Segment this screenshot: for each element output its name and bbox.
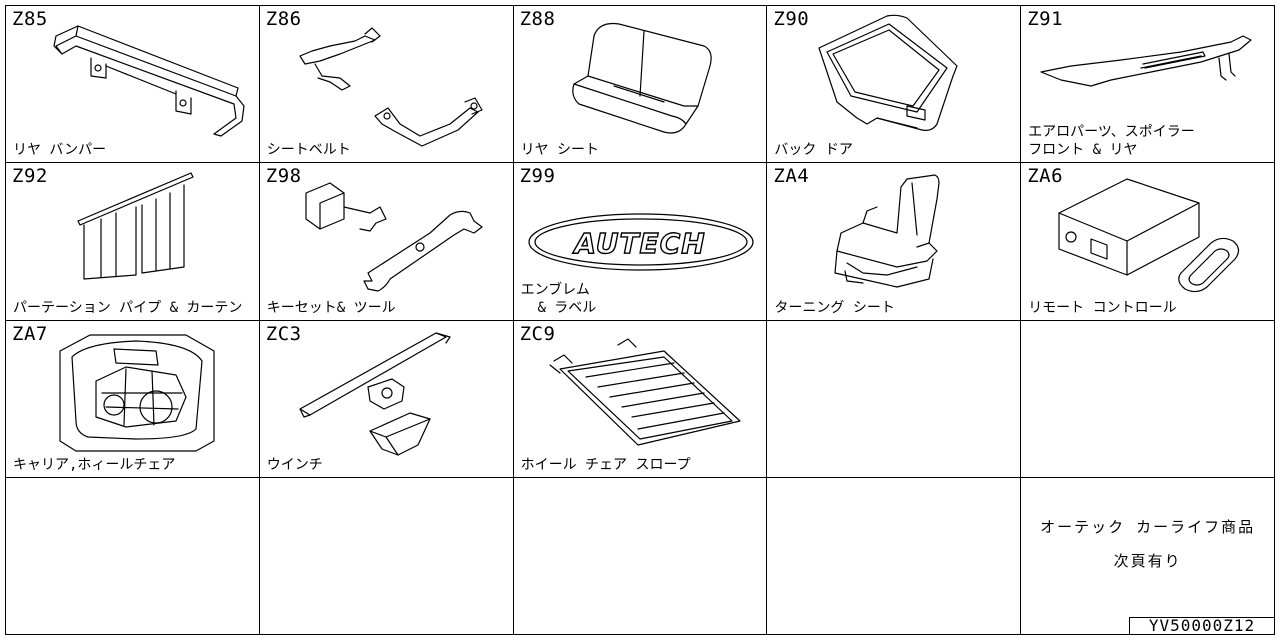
part-cell-z86[interactable]: Z86 シートベルト: [259, 6, 514, 164]
part-code: Z91: [1027, 8, 1064, 30]
aero-spoiler-illustration: [1040, 35, 1252, 87]
catalog-title-note: オーテック カーライフ商品: [1040, 517, 1256, 536]
back-door-illustration: [818, 14, 958, 131]
part-cell-zc9[interactable]: ZC9 ホイール チェア スロープ: [513, 320, 768, 478]
emblem-text: AUTECH: [574, 227, 706, 261]
part-cell-za6[interactable]: ZA6 リモート コントロール: [1021, 163, 1275, 321]
part-code: ZA7: [12, 322, 48, 345]
part-code: Z92: [12, 165, 48, 188]
empty-cell: [513, 477, 768, 635]
part-cell-zc3[interactable]: ZC3 ウインチ: [259, 320, 514, 478]
part-cell-za4[interactable]: ZA4 ターニング シート: [767, 163, 1022, 321]
part-label: シートベルト: [266, 142, 351, 159]
part-cell-za7[interactable]: ZA7 キャリア,ホィールチェア: [6, 320, 260, 478]
part-cell-z90[interactable]: Z90 バック ドア: [767, 6, 1022, 164]
part-label: ターニング シート: [774, 299, 895, 316]
part-label: リモート コントロール: [1028, 299, 1177, 316]
rear-seat-illustration: [571, 22, 712, 134]
part-cell-z98[interactable]: Z98 キーセット& ツール: [259, 163, 514, 321]
winch-illustration: [299, 331, 451, 456]
empty-cell: [767, 477, 1022, 635]
empty-cell: [767, 320, 1022, 478]
seat-belt-illustration: [299, 27, 483, 147]
part-code: ZA6: [1027, 165, 1064, 188]
part-label: リヤ バンパー: [13, 142, 107, 159]
part-cell-z99[interactable]: Z99 AUTECH エンブレム & ラベル: [513, 163, 768, 321]
part-label: リヤ シート: [520, 142, 600, 159]
part-label: キャリア,ホィールチェア: [13, 456, 176, 473]
wheelchair-carrier-illustration: [59, 333, 215, 452]
part-code: Z90: [773, 8, 810, 30]
part-code: ZA4: [773, 165, 810, 188]
parts-catalog-grid: Z85 リヤ バンパー Z86 シートベルト Z88: [5, 5, 1275, 635]
part-label: パーテーション パイプ & カーテン: [13, 299, 243, 316]
part-label: ホイール チェア スロープ: [520, 456, 691, 473]
part-code: Z99: [519, 165, 556, 188]
part-label: キーセット& ツール: [266, 299, 396, 316]
part-code: Z98: [265, 165, 302, 188]
emblem-illustration: [527, 213, 754, 271]
empty-cell: [259, 477, 514, 635]
part-cell-z85[interactable]: Z85 リヤ バンパー: [6, 6, 260, 164]
next-page-note: 次頁有り: [1113, 551, 1182, 570]
part-code: ZC9: [519, 322, 556, 345]
remote-control-illustration: [1058, 178, 1240, 293]
wheelchair-slope-illustration: [548, 337, 741, 446]
partition-curtain-illustration: [77, 172, 194, 280]
part-cell-z91[interactable]: Z91 エアロパーツ、スポイラー フロント & リヤ: [1021, 6, 1275, 164]
turning-seat-illustration: [834, 174, 940, 288]
part-label: ウインチ: [266, 456, 323, 473]
part-label: エアロパーツ、スポイラー フロント & リヤ: [1028, 124, 1195, 159]
part-code: Z85: [12, 8, 48, 30]
empty-cell: [6, 477, 260, 635]
part-cell-z92[interactable]: Z92 パーテーション パイプ & カーテン: [6, 163, 260, 321]
rear-bumper-illustration: [53, 25, 245, 137]
part-label: バック ドア: [774, 142, 853, 159]
document-id: YV50000Z12: [1129, 617, 1275, 635]
key-tool-illustration: [305, 182, 483, 292]
empty-cell: [1021, 320, 1275, 478]
part-cell-z88[interactable]: Z88 リヤ シート: [513, 6, 768, 164]
part-code: ZC3: [265, 322, 302, 345]
part-label: エンブレム & ラベル: [520, 281, 597, 316]
part-code: Z86: [265, 8, 302, 30]
note-cell: オーテック カーライフ商品 次頁有り: [1021, 477, 1275, 635]
part-code: Z88: [519, 8, 556, 30]
